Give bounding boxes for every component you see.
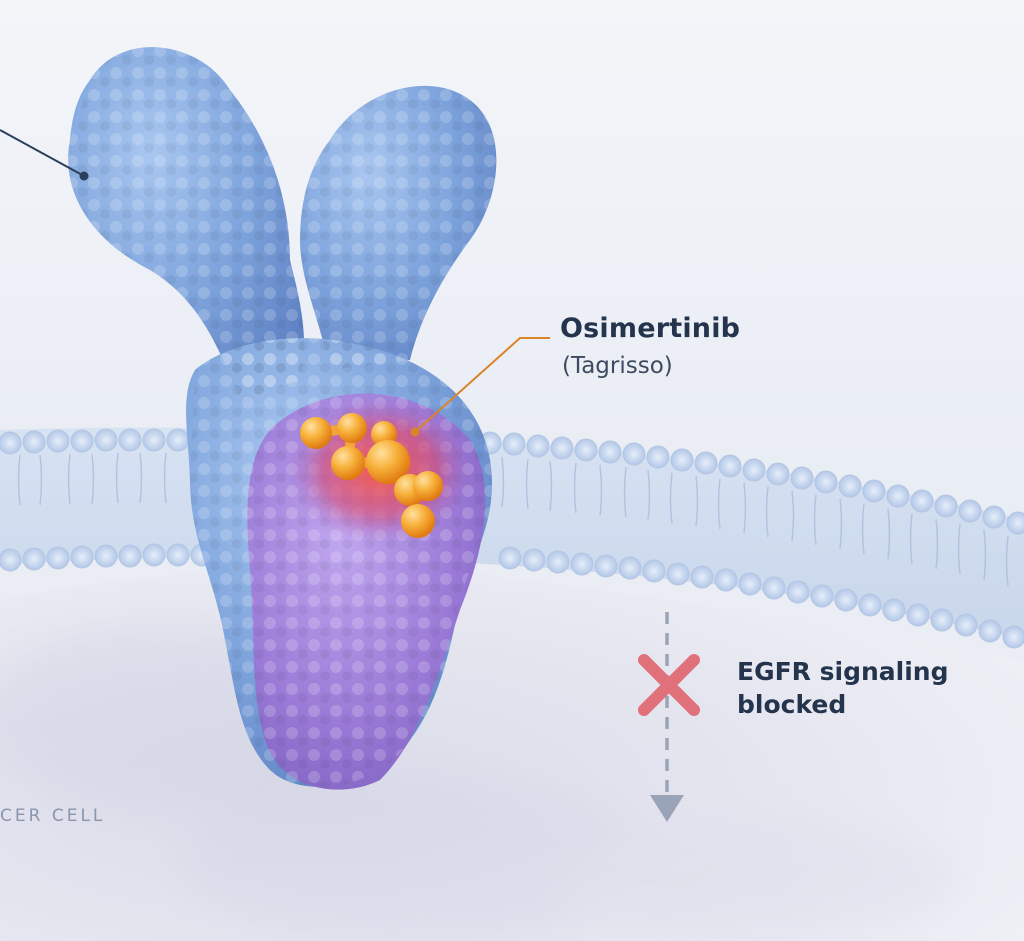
x-mark-icon — [638, 654, 700, 716]
drug-leader-line — [410, 337, 550, 437]
down-arrow-icon — [650, 612, 684, 822]
osimertinib-molecule — [300, 413, 443, 538]
signaling-blocked-label: EGFR signaling blocked — [737, 655, 977, 721]
cancer-cell-label: CER CELL — [0, 806, 106, 826]
signaling-blocked-line1: EGFR signaling — [737, 657, 949, 686]
drug-brand-label: (Tagrisso) — [562, 353, 673, 379]
drug-name-label: Osimertinib — [560, 313, 741, 344]
receptor-leader-line — [0, 129, 89, 181]
signaling-blocked-line2: blocked — [737, 690, 847, 719]
